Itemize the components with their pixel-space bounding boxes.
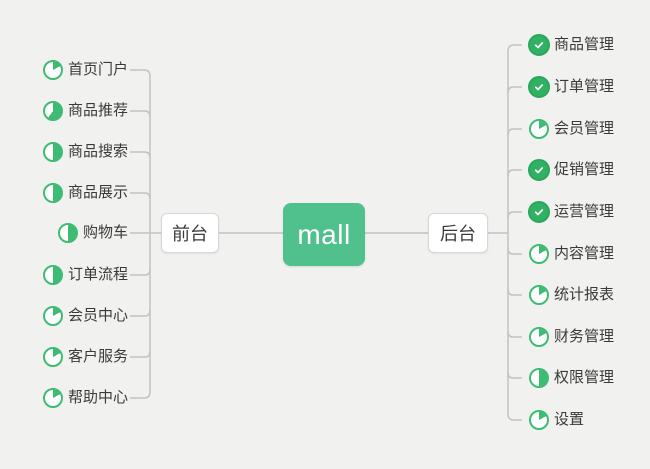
topic-icon xyxy=(42,100,64,122)
task-complete-check-icon xyxy=(528,159,550,181)
topic-item[interactable]: 促销管理 xyxy=(528,157,614,183)
task-progress-pie-icon xyxy=(529,285,549,305)
topic-item[interactable]: 客户服务 xyxy=(42,344,128,370)
topic-item[interactable]: 设置 xyxy=(528,407,584,433)
topic-item[interactable]: 会员管理 xyxy=(528,116,614,142)
branch-backend-label: 后台 xyxy=(440,224,476,244)
topic-icon xyxy=(528,326,550,348)
task-progress-pie-icon xyxy=(42,101,63,121)
topic-item[interactable]: 订单流程 xyxy=(42,262,128,288)
topic-icon xyxy=(57,222,79,244)
task-progress-pie-icon xyxy=(529,244,549,264)
topic-label: 商品推荐 xyxy=(67,102,128,119)
topic-label: 内容管理 xyxy=(554,245,615,262)
central-topic-label: mall xyxy=(297,218,351,250)
topic-item[interactable]: 权限管理 xyxy=(528,365,614,391)
topic-item[interactable]: 订单管理 xyxy=(528,74,614,100)
task-progress-pie-icon xyxy=(42,388,63,408)
topic-icon xyxy=(42,305,64,327)
topic-icon xyxy=(528,367,550,389)
topic-item[interactable]: 运营管理 xyxy=(528,199,614,225)
topic-label: 会员中心 xyxy=(67,307,128,324)
topic-label: 会员管理 xyxy=(554,120,615,137)
task-progress-pie-icon xyxy=(529,327,549,347)
topic-icon xyxy=(42,141,64,163)
task-complete-check-icon xyxy=(528,34,550,56)
topic-item[interactable]: 统计报表 xyxy=(528,282,614,308)
topic-item[interactable]: 商品管理 xyxy=(528,32,614,58)
topic-icon xyxy=(528,284,550,306)
topic-icon xyxy=(528,118,550,140)
topic-item[interactable]: 首页门户 xyxy=(42,57,128,83)
task-progress-pie-icon xyxy=(42,60,63,80)
topic-label: 统计报表 xyxy=(554,286,615,303)
topic-label: 权限管理 xyxy=(554,369,615,386)
task-progress-pie-icon xyxy=(42,183,63,203)
branch-frontend-label: 前台 xyxy=(172,224,208,244)
topic-item[interactable]: 帮助中心 xyxy=(42,385,128,411)
topic-label: 订单流程 xyxy=(67,266,128,283)
topic-icon xyxy=(42,59,64,81)
central-topic-mall[interactable]: mall xyxy=(283,203,365,266)
topic-icon xyxy=(528,201,550,223)
topic-label: 设置 xyxy=(554,411,585,428)
topic-item[interactable]: 内容管理 xyxy=(528,241,614,267)
topic-label: 商品管理 xyxy=(554,36,615,53)
task-progress-pie-icon xyxy=(42,347,63,367)
branch-node-frontend[interactable]: 前台 xyxy=(161,213,219,253)
task-progress-pie-icon xyxy=(529,410,549,430)
topic-label: 商品搜索 xyxy=(67,143,128,160)
topic-icon xyxy=(42,387,64,409)
task-progress-pie-icon xyxy=(529,368,549,388)
task-progress-pie-icon xyxy=(529,119,549,139)
topic-icon xyxy=(528,409,550,431)
topic-icon xyxy=(42,264,64,286)
task-progress-pie-icon xyxy=(42,265,63,285)
topic-item[interactable]: 会员中心 xyxy=(42,303,128,329)
topic-item[interactable]: 财务管理 xyxy=(528,324,614,350)
task-complete-check-icon xyxy=(528,76,550,98)
topic-label: 购物车 xyxy=(82,224,128,241)
topic-icon xyxy=(42,182,64,204)
topic-label: 首页门户 xyxy=(67,61,128,78)
topic-icon xyxy=(528,243,550,265)
topic-label: 客户服务 xyxy=(67,348,128,365)
topic-label: 订单管理 xyxy=(554,78,615,95)
branch-node-backend[interactable]: 后台 xyxy=(428,213,488,253)
task-complete-check-icon xyxy=(528,201,550,223)
task-progress-pie-icon xyxy=(57,223,78,243)
topic-label: 运营管理 xyxy=(554,203,615,220)
task-progress-pie-icon xyxy=(42,142,63,162)
topic-label: 促销管理 xyxy=(554,161,615,178)
topic-label: 财务管理 xyxy=(554,328,615,345)
topic-label: 商品展示 xyxy=(67,184,128,201)
topic-icon xyxy=(528,76,550,98)
topic-item[interactable]: 商品搜索 xyxy=(42,139,128,165)
topic-item[interactable]: 购物车 xyxy=(57,220,128,246)
topic-label: 帮助中心 xyxy=(67,389,128,406)
topic-icon xyxy=(528,159,550,181)
topic-item[interactable]: 商品展示 xyxy=(42,180,128,206)
topic-icon xyxy=(528,34,550,56)
topic-item[interactable]: 商品推荐 xyxy=(42,98,128,124)
topic-icon xyxy=(42,346,64,368)
task-progress-pie-icon xyxy=(42,306,63,326)
